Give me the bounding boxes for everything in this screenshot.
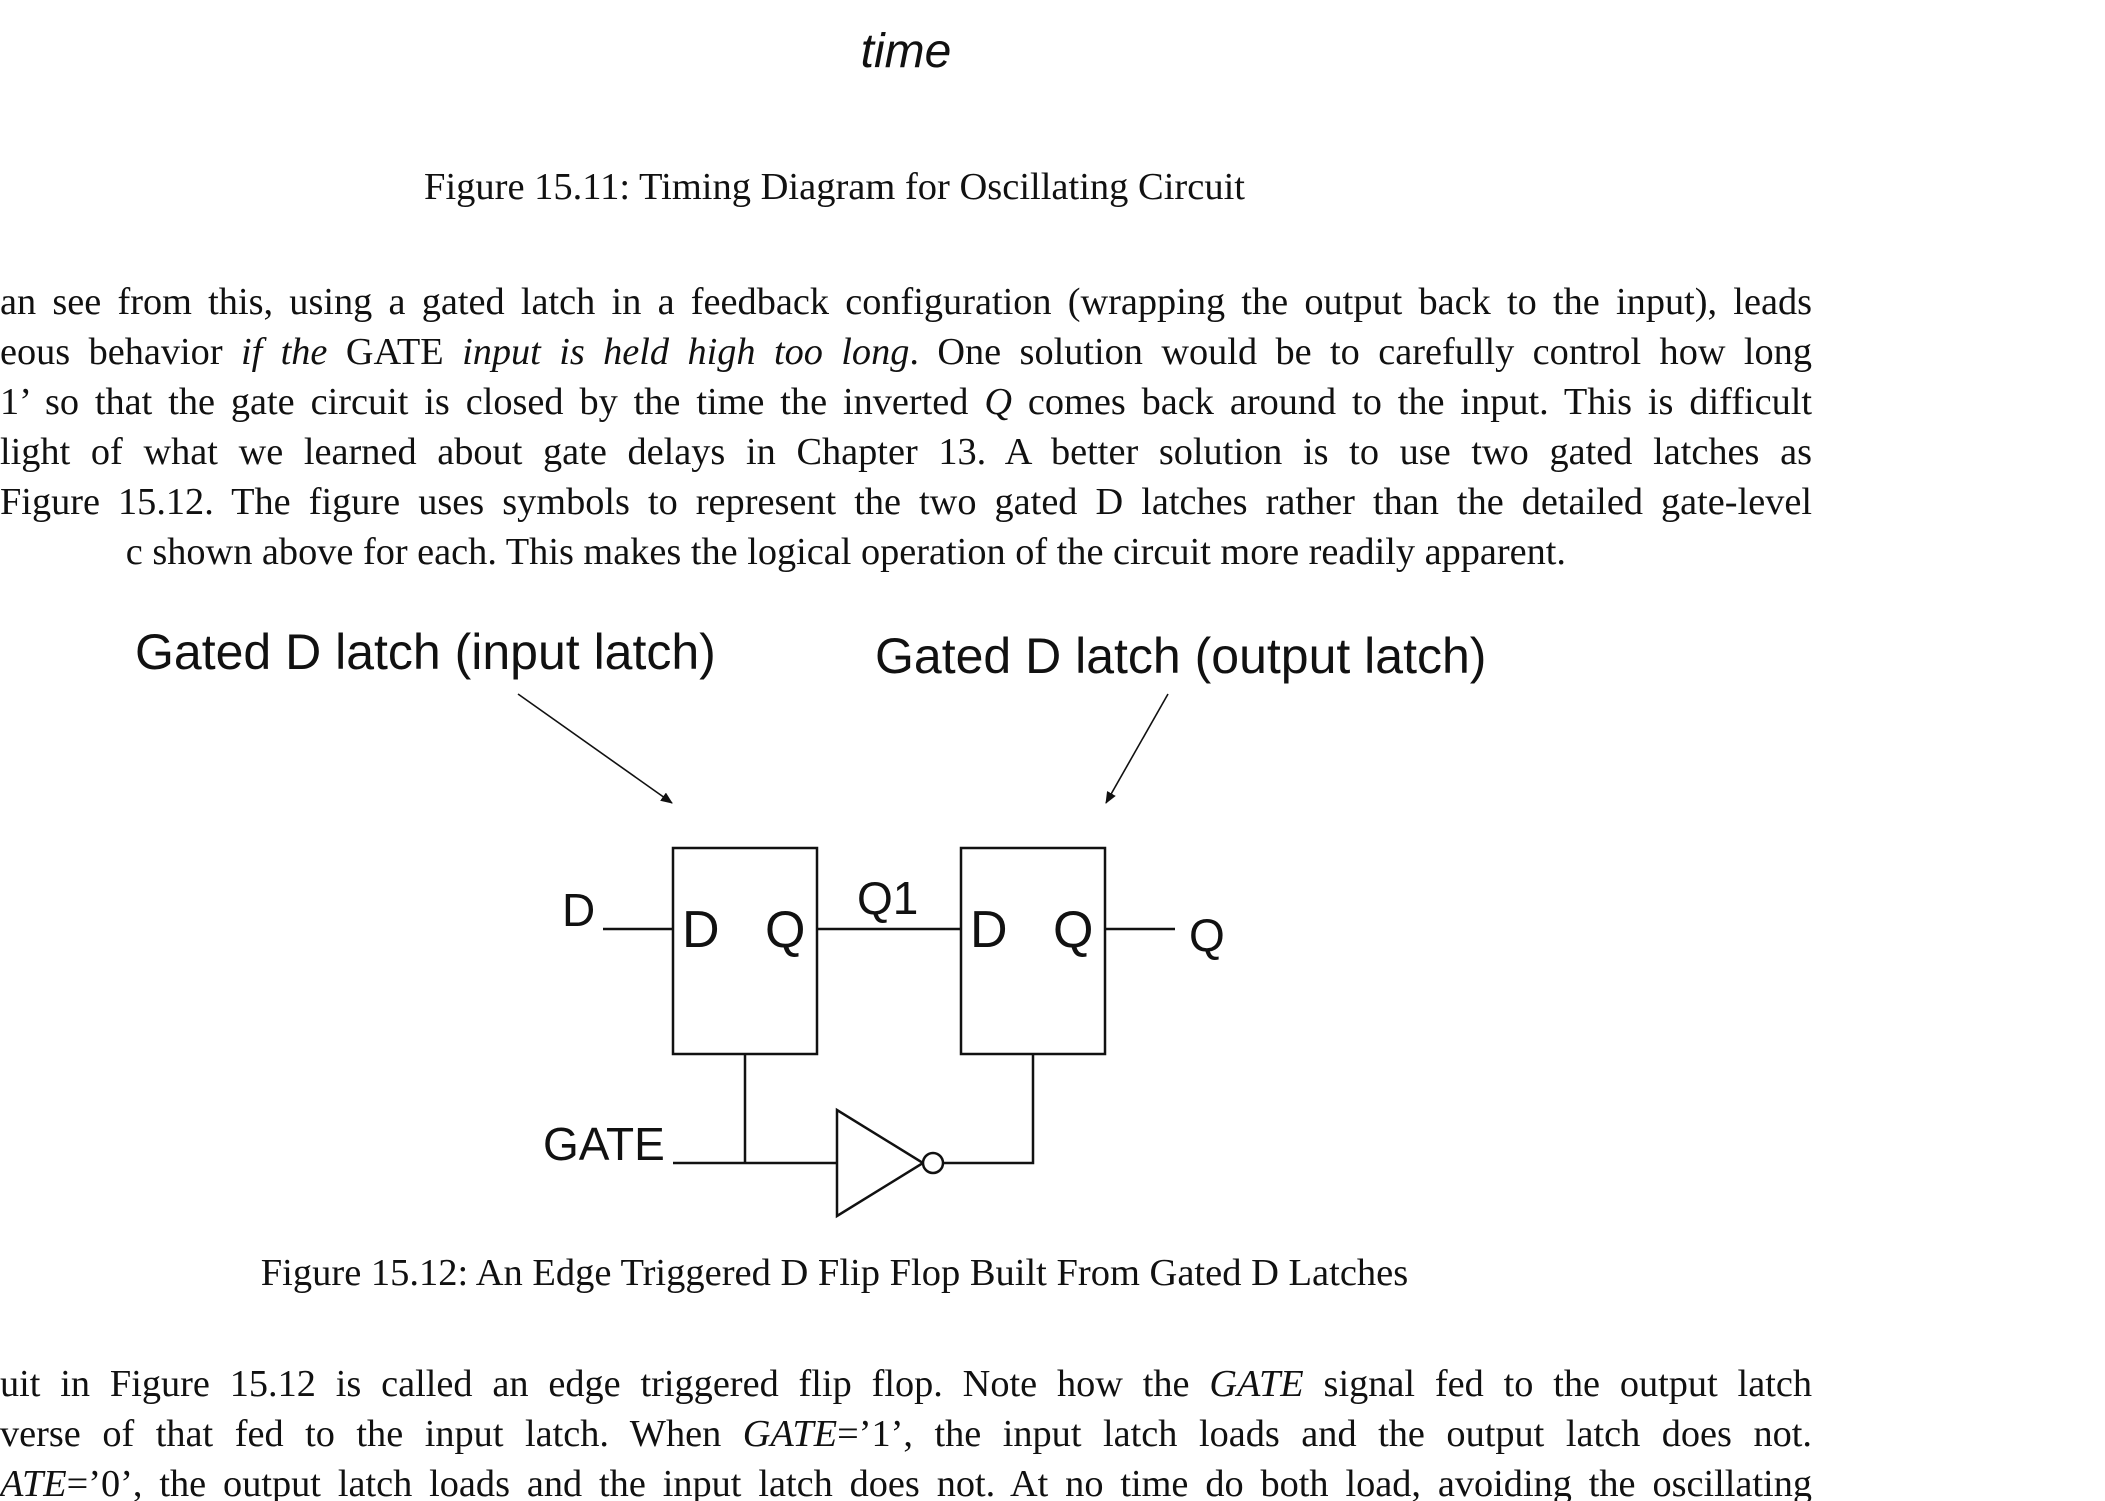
paragraph-2-line-3: ATE=’0’, the output latch loads and the … [0, 1459, 1812, 1501]
text-run: . One solution would be to carefully con… [909, 331, 1812, 373]
inverter-symbol [835, 1107, 926, 1219]
flip-flop-circuit-diagram: Gated D latch (input latch) Gated D latc… [135, 624, 1486, 1219]
text-run: GATE [742, 1413, 838, 1455]
paragraph-1-line-6: c shown above for each. This makes the l… [125, 531, 1566, 573]
text-run: eous behavior [0, 331, 241, 373]
q-output-label: Q [1189, 909, 1225, 961]
paragraph-2-line-2: verse of that fed to the input latch. Wh… [0, 1409, 1812, 1459]
text-run: signal fed to the output latch [1303, 1363, 1812, 1405]
input-latch-label: Gated D latch (input latch) [135, 624, 716, 680]
paragraph-2: uit in Figure 15.12 is called an edge tr… [0, 1359, 1812, 1501]
text-run: Q [984, 381, 1013, 423]
output-latch-label: Gated D latch (output latch) [875, 628, 1486, 684]
text-run: =’0’, the output latch loads and the inp… [66, 1463, 1812, 1501]
input-latch-d-pin: D [682, 901, 720, 959]
input-latch-q-pin: Q [765, 901, 805, 959]
timing-axis-label: time [860, 25, 952, 78]
figure-15-12-caption: Figure 15.12: An Edge Triggered D Flip F… [260, 1252, 1409, 1294]
output-latch-gate-wire [943, 1054, 1035, 1165]
text-run: GATE [1209, 1363, 1304, 1405]
output-latch-arrow [1105, 693, 1169, 804]
d-input-label: D [562, 884, 595, 936]
paragraph-1: an see from this, using a gated latch in… [0, 277, 1812, 577]
text-run: GATE [327, 331, 463, 373]
output-latch-d-pin: D [970, 901, 1008, 959]
text-run: comes back around to the input. This is … [1012, 381, 1812, 423]
inverter-bubble [921, 1151, 945, 1175]
output-latch-q-pin: Q [1053, 901, 1093, 959]
figure-15-11-caption: Figure 15.11: Timing Diagram for Oscilla… [424, 166, 1245, 208]
paragraph-1-line-3: 1’ so that the gate circuit is closed by… [0, 377, 1812, 427]
text-run: ATE [0, 1463, 67, 1501]
q1-label: Q1 [857, 872, 918, 924]
text-run: 1’ so that the gate circuit is closed by… [0, 381, 985, 423]
paragraph-2-line-1: uit in Figure 15.12 is called an edge tr… [0, 1359, 1812, 1409]
text-run: verse of that fed to the input latch. Wh… [0, 1413, 743, 1455]
text-run: input is held high too long [462, 331, 910, 373]
paragraph-1-line-2: eous behavior if the GATE input is held … [0, 327, 1812, 377]
text-run: if the [240, 331, 328, 373]
text-run: uit in Figure 15.12 is called an edge tr… [0, 1363, 1210, 1405]
paragraph-1-line-1: an see from this, using a gated latch in… [0, 281, 1812, 323]
gate-label: GATE [543, 1118, 665, 1170]
text-run: =’1’, the input latch loads and the outp… [837, 1413, 1812, 1455]
paragraph-1-line-5: Figure 15.12. The figure uses symbols to… [0, 481, 1812, 523]
input-latch-arrow [517, 693, 673, 804]
paragraph-1-line-4: light of what we learned about gate dela… [0, 431, 1812, 473]
